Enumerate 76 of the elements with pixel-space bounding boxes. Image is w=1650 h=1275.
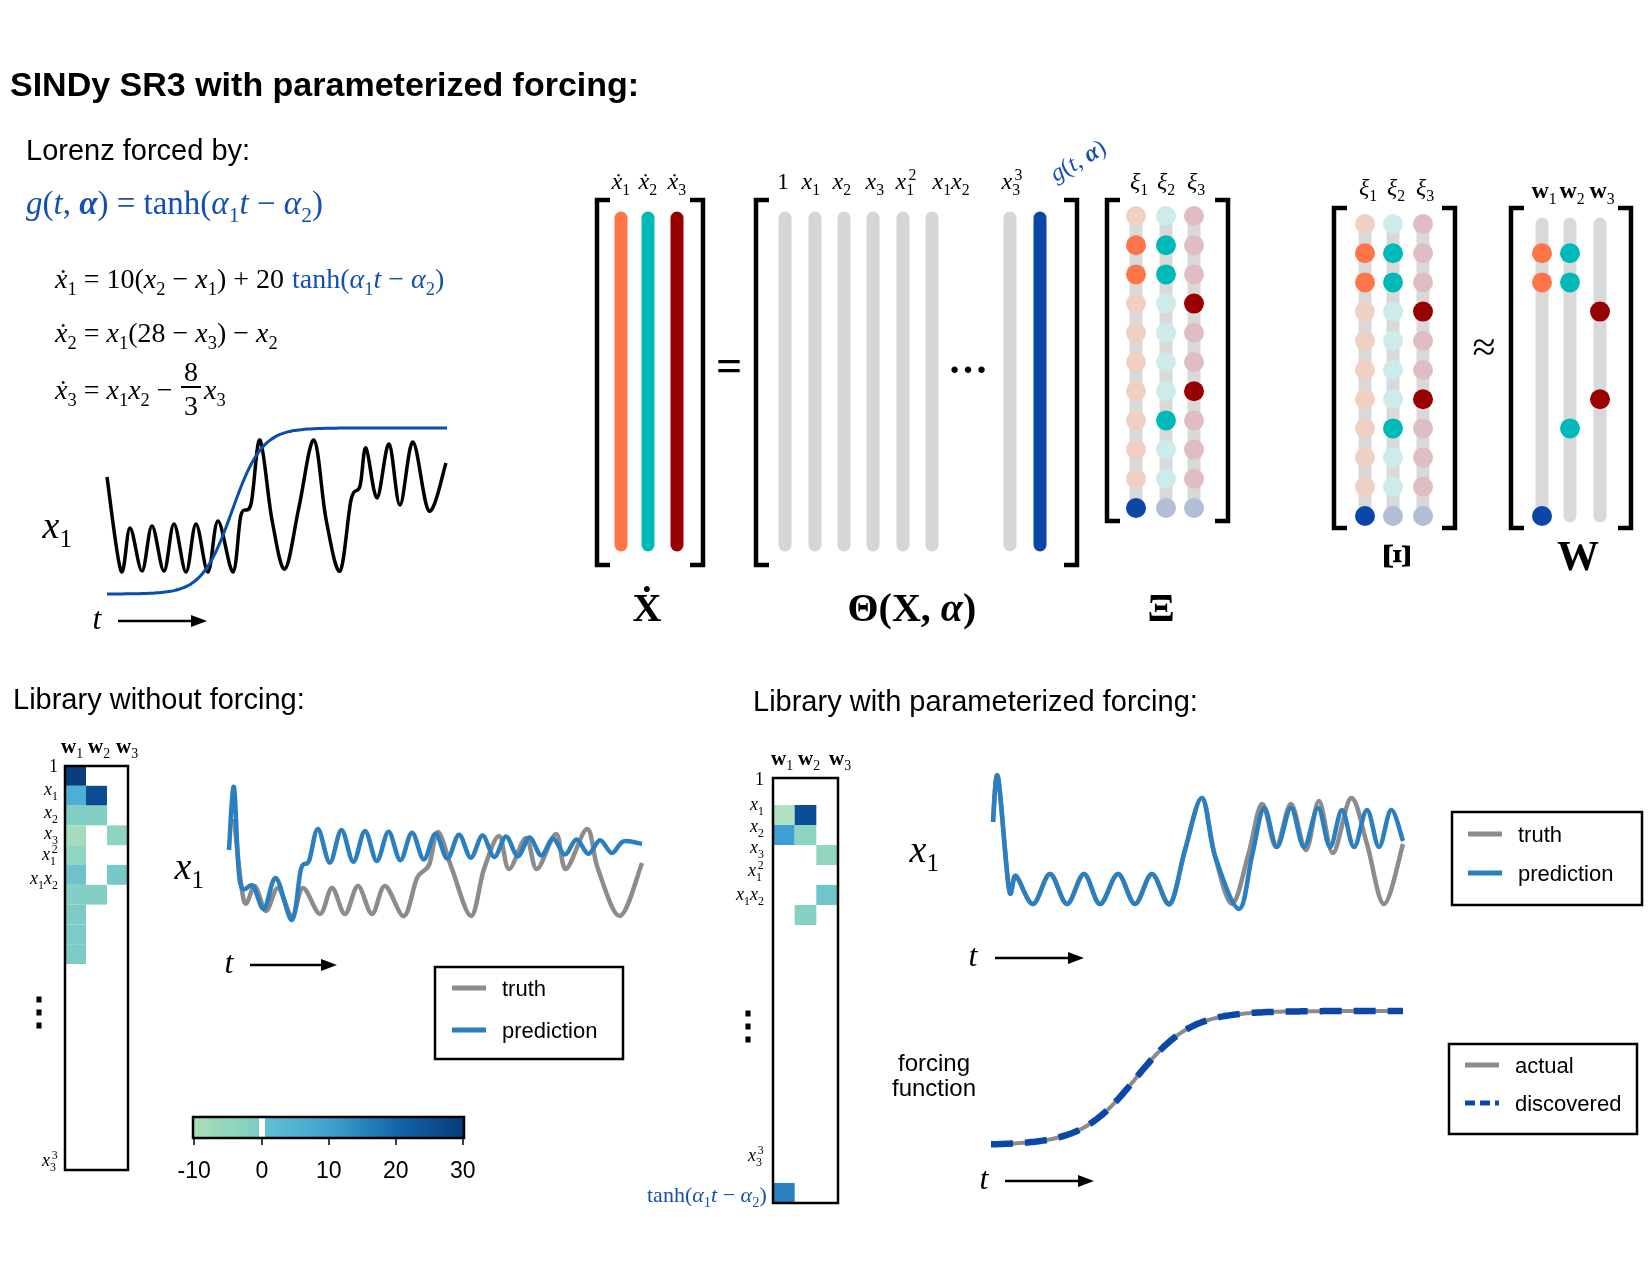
row-label: x$_{2}$ (44, 802, 58, 822)
column-label: x$_{1}$x$_{2}$ (932, 168, 970, 194)
ellipsis: ⋮ (729, 1007, 767, 1047)
axis-label: x$_{1}$ (42, 506, 72, 546)
fraction-denominator: 3 (184, 391, 198, 421)
fraction-numerator: 8 (181, 357, 201, 389)
column-label: w$_{2}$ (798, 747, 821, 770)
row-label: x$_{1}$ (750, 794, 764, 814)
matrix-label: Ξ (1147, 587, 1175, 629)
column-label: w$_{1}$ (61, 735, 84, 758)
equation: g(t, α) = tanh(α$_{1}$t − α$_{2}$) (26, 185, 324, 221)
column-label: w$_{3}$ (1589, 177, 1615, 203)
column-label: w$_{3}$ (829, 747, 852, 770)
equation: ẋ$_{3}$ = x$_{1}$x$_{2}$ − (55, 374, 173, 404)
matrix-label: Θ(X, α) (847, 587, 977, 629)
row-label: x$_{3}$ (44, 823, 58, 843)
column-label: g(t, α) (1045, 134, 1111, 186)
ellipsis: … (948, 339, 988, 381)
column-label: x$_{2}$ (832, 168, 852, 194)
row-label: x$_{2}$ (750, 816, 764, 836)
section-heading: Library without forcing: (13, 684, 305, 715)
axis-label: t (224, 946, 234, 980)
row-label: 1 (755, 769, 764, 789)
equation: ẋ$_{1}$ = 10(x$_{2}$ − x$_{1}$) + 20 (55, 263, 285, 293)
legend-label: actual (1515, 1053, 1574, 1077)
column-label: 1 (777, 168, 789, 194)
title: SINDy SR3 with parameterized forcing: (10, 67, 640, 103)
equation: x$_{3}$ (204, 374, 226, 404)
column-label: ẋ$_{2}$ (638, 168, 658, 194)
tick-label: 0 (255, 1158, 269, 1183)
legend-label: prediction (1518, 861, 1614, 885)
equation: ẋ$_{2}$ = x$_{1}$(28 − x$_{3}$) − x$_{2}$ (55, 317, 278, 347)
axis-label: x$_{1}$ (909, 830, 939, 870)
ellipsis: ⋮ (20, 993, 58, 1033)
legend-label: prediction (502, 1018, 598, 1042)
column-label: w$_{2}$ (1559, 177, 1585, 203)
row-label: 1 (49, 756, 58, 776)
matrix-label: Ẋ (632, 587, 662, 629)
column-label: ẋ$_{1}$ (611, 168, 631, 194)
row-label: x$_{1}$x$_{2}$ (736, 884, 764, 904)
row-label: x$_{1}$x$_{2}$ (30, 868, 58, 888)
axis-label: t (979, 1162, 989, 1196)
section-heading: Library with parameterized forcing: (753, 686, 1198, 717)
matrix-label: W (1557, 534, 1599, 579)
column-label: x$_{1}$ (801, 168, 821, 194)
equation: tanh(α$_{1}$t − α$_{2}$) (292, 263, 445, 293)
tick-label: 20 (383, 1158, 409, 1183)
legend-label: truth (1518, 822, 1563, 846)
math-symbol: = (716, 342, 743, 391)
column-label: x$_{3}$ (865, 168, 885, 194)
tick-label: 10 (316, 1158, 342, 1183)
column-label: w$_{1}$ (771, 747, 794, 770)
column-label: ẋ$_{3}$ (667, 168, 687, 194)
column-label: ξ$_{2}$ (1387, 174, 1406, 200)
legend-label: truth (502, 976, 547, 1000)
tick-label: 30 (450, 1158, 476, 1183)
axis-label: t (968, 939, 978, 973)
axis-label: forcing function (890, 1050, 978, 1101)
axis-label: x$_{1}$ (174, 847, 204, 887)
column-label: ξ$_{2}$ (1157, 168, 1176, 194)
column-label: ξ$_{3}$ (1416, 174, 1435, 200)
math-symbol: ≈ (1472, 325, 1496, 370)
matrix-label: Ξ (1375, 542, 1418, 570)
column-label: w$_{3}$ (116, 735, 139, 758)
legend-label: discovered (1515, 1091, 1622, 1115)
column-label: w$_{2}$ (88, 735, 111, 758)
tick-label: -10 (177, 1158, 211, 1183)
row-label: x$_{3}$ (750, 837, 764, 857)
column-label: ξ$_{3}$ (1187, 168, 1206, 194)
section-heading: Lorenz forced by: (26, 135, 251, 166)
row-label: x$_{1}$ (44, 779, 58, 799)
column-label: ξ$_{1}$ (1359, 174, 1378, 200)
column-label: ξ$_{1}$ (1130, 168, 1149, 194)
column-label: w$_{1}$ (1531, 177, 1557, 203)
row-label: tanh(α$_{1}$t − α$_{2}$) (647, 1182, 767, 1206)
axis-label: t (92, 602, 102, 636)
